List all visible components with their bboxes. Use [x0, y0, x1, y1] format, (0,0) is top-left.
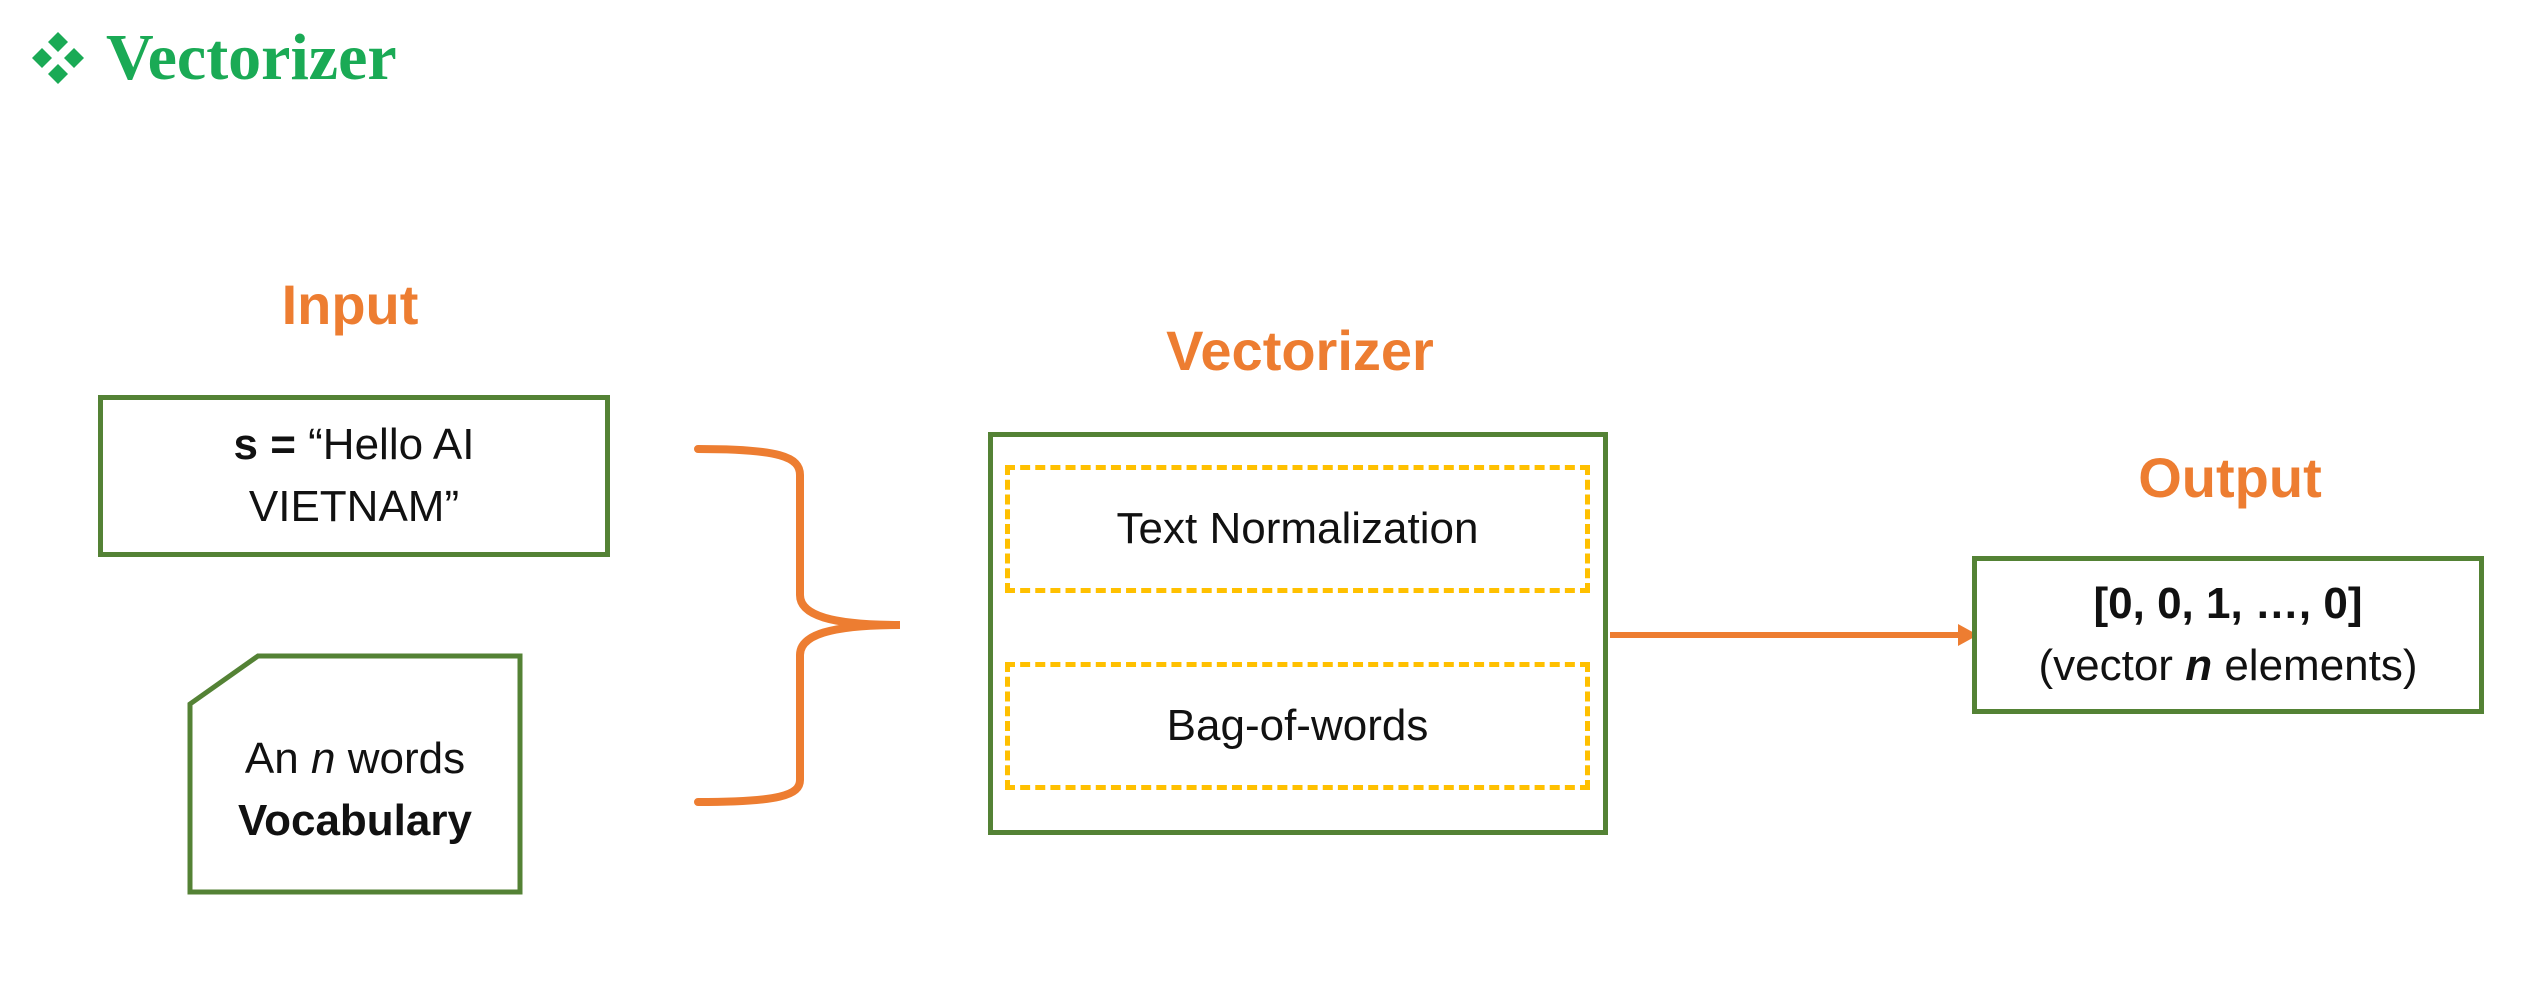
output-description: (vector n elements): [2038, 635, 2417, 697]
sentence-text-end: VIETNAM”: [248, 482, 460, 531]
output-heading: Output: [2138, 446, 2322, 509]
output-desc-n: n: [2185, 641, 2213, 690]
input-sentence-line-1: s = “Hello AI: [234, 414, 475, 476]
text-normalization-step: Text Normalization: [1005, 465, 1590, 593]
output-vector: [0, 0, 1, …, 0]: [2093, 579, 2363, 629]
sentence-variable: s =: [233, 420, 296, 470]
input-sentence-box: s = “Hello AI VIETNAM”: [98, 395, 610, 557]
page-title-text: Vectorizer: [106, 21, 397, 94]
output-desc-post: elements): [2224, 641, 2418, 690]
input-heading: Input: [281, 273, 419, 336]
sentence-text-start: “Hello AI: [308, 420, 475, 470]
vocabulary-post: words: [347, 734, 466, 784]
vectorizer-heading: Vectorizer: [1166, 319, 1434, 382]
output-desc-pre: (vector: [2038, 641, 2173, 690]
vocabulary-pre: An: [244, 734, 299, 784]
bag-of-words-step: Bag-of-words: [1005, 662, 1590, 790]
output-box: [0, 0, 1, …, 0] (vector n elements): [1972, 556, 2484, 714]
vocabulary-label: Vocabulary: [238, 796, 472, 845]
curly-brace: [694, 445, 901, 806]
vocabulary-n: n: [310, 734, 336, 784]
four-diamond-bullet-icon: [32, 32, 84, 84]
page-title: Vectorizer: [30, 18, 397, 98]
vectorizer-box: [988, 432, 1608, 835]
vocabulary-line-1: An n words: [245, 728, 465, 790]
vocabulary-card: An n words Vocabulary: [190, 690, 520, 890]
